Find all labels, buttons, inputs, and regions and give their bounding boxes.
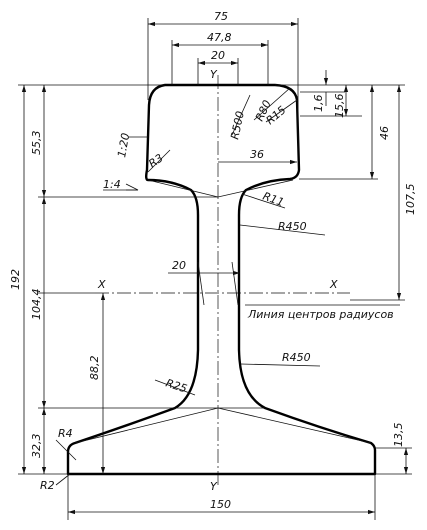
radius-r450-upper: R450: [278, 220, 307, 233]
leader-r500: [231, 94, 251, 136]
dim-16-text: 1,6: [312, 95, 325, 113]
radius-r500: R500: [228, 110, 247, 141]
leader-r450-lower: [240, 363, 321, 367]
slope-14-text: 1:4: [103, 178, 121, 191]
radius-r11: R11: [261, 190, 286, 210]
leader-r2: [55, 473, 71, 486]
dim-323-text: 32,3: [30, 434, 43, 459]
dim-36-text: 36: [250, 148, 264, 161]
leader-r4: [55, 439, 77, 461]
y-axis-label-bottom: Y: [210, 480, 218, 493]
x-axis-label-right: X: [329, 278, 338, 291]
dim-75-text: 75: [214, 10, 228, 23]
leader-r3: [147, 149, 171, 173]
slope-14-mark: [125, 183, 139, 191]
slope-120-text: 1:20: [115, 132, 132, 159]
base-slope-line: [74, 407, 372, 444]
leader-r80: [253, 87, 291, 121]
radius-r450-lower: R450: [282, 351, 311, 364]
leader-r450-upper: [239, 224, 326, 236]
dim-156-text: 15,6: [333, 94, 346, 119]
y-axis-label-top: Y: [210, 68, 218, 81]
ext-web-right: [231, 261, 239, 306]
leader-r15: [265, 99, 298, 123]
dim-20top-text: 20: [211, 49, 225, 62]
rail-profile-outline: [66, 83, 377, 476]
radius-centres-note: Линия центров радиусов: [247, 308, 394, 321]
dim-web-text: 20: [172, 259, 186, 272]
leader-r11: [241, 193, 286, 209]
leader-r25: [154, 379, 196, 396]
radius-r2: R2: [40, 479, 55, 492]
dim-46-text: 46: [378, 126, 391, 140]
dim-882-text: 88,2: [88, 356, 101, 381]
ext-web-left: [197, 261, 205, 306]
radius-r3: R3: [146, 151, 165, 170]
dim-135-text: 13,5: [392, 423, 405, 448]
radius-r25: R25: [164, 376, 189, 395]
radius-r4: R4: [58, 427, 73, 440]
dim-1075-text: 107,5: [404, 184, 417, 216]
x-axis-label-left: X: [97, 278, 106, 291]
dim-150-text: 150: [210, 498, 231, 511]
dim-478-text: 47,8: [207, 31, 232, 44]
dim-1044-text: 104,4: [30, 289, 43, 321]
dim-553-text: 55,3: [30, 131, 43, 156]
dim-192-text: 192: [9, 269, 22, 290]
